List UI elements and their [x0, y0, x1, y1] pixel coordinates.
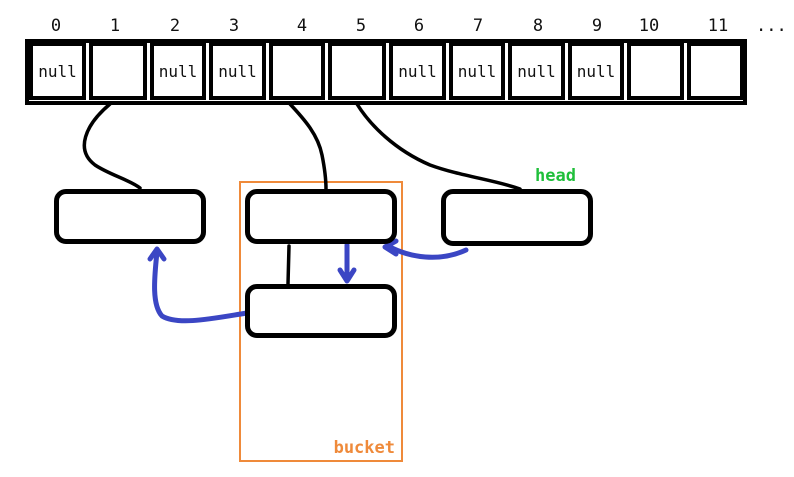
index-label-9: 9 — [591, 16, 603, 36]
array-cell-2: null — [150, 42, 206, 100]
list-node-left — [54, 189, 206, 244]
index-label-0: 0 — [50, 16, 62, 36]
list-node-bucket-top — [245, 189, 397, 244]
arrow-bucket-node-to-next-tip — [337, 267, 357, 284]
index-label-5: 5 — [355, 16, 367, 36]
index-label-1: 1 — [109, 16, 121, 36]
index-label-8: 8 — [532, 16, 544, 36]
array-continues-ellipsis: ... — [756, 16, 787, 36]
array-cell-7: null — [449, 42, 505, 100]
array-cell-0: null — [29, 42, 86, 100]
chain-line-index-4 — [288, 102, 328, 191]
index-label-3: 3 — [228, 16, 240, 36]
arrow-lower-node-to-left-node-tip — [147, 246, 167, 262]
chain-line-index-1 — [82, 102, 142, 190]
chain-line-bucket-nodes — [286, 244, 291, 286]
array-cell-4 — [269, 42, 325, 100]
list-node-bucket-bottom — [245, 284, 397, 338]
array-cell-3: null — [209, 42, 266, 100]
array-cell-11 — [687, 42, 744, 100]
index-label-6: 6 — [413, 16, 425, 36]
index-label-10: 10 — [638, 16, 660, 36]
array-cell-6: null — [389, 42, 446, 100]
chain-line-index-5 — [355, 102, 522, 191]
head-label: head — [535, 166, 576, 186]
arrow-head-node-to-bucket-node-tip — [382, 238, 399, 257]
list-node-head — [441, 189, 593, 246]
bucket-frame: bucket — [239, 181, 403, 462]
arrow-head-node-to-bucket-node — [385, 243, 469, 260]
index-label-11: 11 — [707, 16, 729, 36]
array-cell-8: null — [508, 42, 565, 100]
array-cell-1 — [89, 42, 147, 100]
index-label-7: 7 — [472, 16, 484, 36]
index-label-2: 2 — [169, 16, 181, 36]
bucket-label: bucket — [333, 438, 395, 458]
array-cell-9: null — [568, 42, 624, 100]
index-label-4: 4 — [296, 16, 308, 36]
arrow-lower-node-to-left-node — [152, 249, 250, 324]
array-cell-5 — [328, 42, 386, 100]
array-cell-10 — [627, 42, 684, 100]
